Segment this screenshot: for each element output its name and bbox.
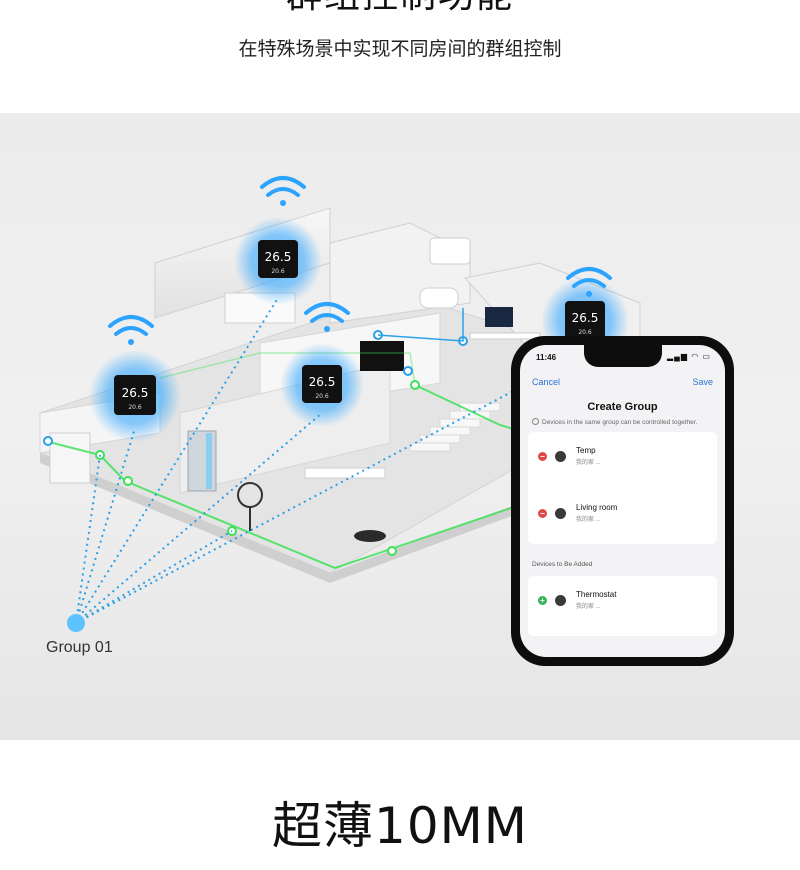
link-node <box>410 380 420 390</box>
dining-table <box>304 467 386 479</box>
save-button[interactable]: Save <box>692 377 713 387</box>
top-heading-text: 群组控制功能 <box>286 0 514 12</box>
house-illustration: 26.5 20.6 26.5 20.6 26.5 20.6 26.5 20.6 <box>39 176 641 632</box>
remove-icon[interactable]: − <box>538 509 547 518</box>
link-node <box>123 476 133 486</box>
robot-vacuum <box>354 530 386 542</box>
air-conditioner <box>429 237 471 265</box>
thermostat-temp: 26.5 <box>122 386 149 400</box>
thermostat-3: 26.5 20.6 <box>302 365 342 403</box>
thermostat-temp-sub: 20.6 <box>315 393 329 400</box>
wifi-icon <box>304 302 350 332</box>
fridge-light <box>206 433 212 489</box>
section-label-to-add: Devices to Be Added <box>532 561 593 568</box>
add-icon[interactable]: + <box>538 596 547 605</box>
top-heading: 群组控制功能 <box>0 0 800 12</box>
info-icon <box>532 418 539 425</box>
remove-icon[interactable]: − <box>538 452 547 461</box>
device-name: Thermostat <box>576 590 617 599</box>
phone-notch <box>584 345 662 367</box>
thermostat-2: 26.5 20.6 <box>114 375 156 415</box>
bottom-title: 超薄10MM <box>272 797 528 855</box>
wifi-icon <box>108 315 154 345</box>
tv <box>360 341 404 371</box>
group-label: Group 01 <box>46 639 113 656</box>
device-row-living-room[interactable]: − Living room 我的家 ... <box>528 495 717 535</box>
cancel-button[interactable]: Cancel <box>532 377 561 387</box>
device-room: 我的家 ... <box>576 604 601 610</box>
phone-screen: 11:46 ▂▄▆ ◠ ▭ Cancel Save Create Group D… <box>520 345 725 657</box>
smartphone: 11:46 ▂▄▆ ◠ ▭ Cancel Save Create Group D… <box>511 336 734 666</box>
thermostat-temp: 26.5 <box>265 250 292 264</box>
bathtub <box>419 287 459 309</box>
page-subtitle: 在特殊场景中实现不同房间的群组控制 <box>238 38 562 60</box>
thermostat-1: 26.5 20.6 <box>258 240 298 278</box>
group-hint-text: Devices in the same group can be control… <box>542 419 698 426</box>
device-row-temp[interactable]: − Temp 我的家 ... <box>528 438 717 478</box>
network-node <box>403 366 413 376</box>
device-icon <box>555 451 566 462</box>
thermostat-temp-sub: 20.6 <box>578 329 592 336</box>
group-link-outline <box>44 384 521 570</box>
device-row-thermostat[interactable]: + Thermostat 我的家 ... <box>528 582 717 622</box>
device-room: 我的家 ... <box>576 460 601 466</box>
monitor <box>485 307 513 327</box>
group-hint: Devices in the same group can be control… <box>532 418 697 426</box>
device-name: Temp <box>576 446 596 455</box>
screen-title: Create Group <box>587 401 658 413</box>
desk <box>469 332 541 340</box>
devices-to-add-card: + Thermostat 我的家 ... <box>528 576 717 636</box>
washer-stack <box>49 432 91 484</box>
wifi-icon <box>566 267 612 297</box>
device-icon <box>555 508 566 519</box>
wifi-icon <box>260 176 306 206</box>
house-base-shadow <box>40 453 520 583</box>
device-name: Living room <box>576 503 618 512</box>
thermostat-4: 26.5 20.6 <box>565 301 605 339</box>
thermostat-temp-sub: 20.6 <box>128 404 142 411</box>
link-node <box>387 546 397 556</box>
grouped-devices-card: − Temp 我的家 ... − Living room 我的家 ... <box>528 432 717 544</box>
device-icon <box>555 595 566 606</box>
device-room: 我的家 ... <box>576 517 601 523</box>
thermostat-temp: 26.5 <box>572 311 599 325</box>
thermostat-temp-sub: 20.6 <box>271 268 285 275</box>
status-icons: ▂▄▆ ◠ ▭ <box>667 352 711 361</box>
group-point <box>67 614 85 632</box>
thermostat-temp: 26.5 <box>309 375 336 389</box>
network-node <box>43 436 53 446</box>
status-time: 11:46 <box>536 353 557 362</box>
